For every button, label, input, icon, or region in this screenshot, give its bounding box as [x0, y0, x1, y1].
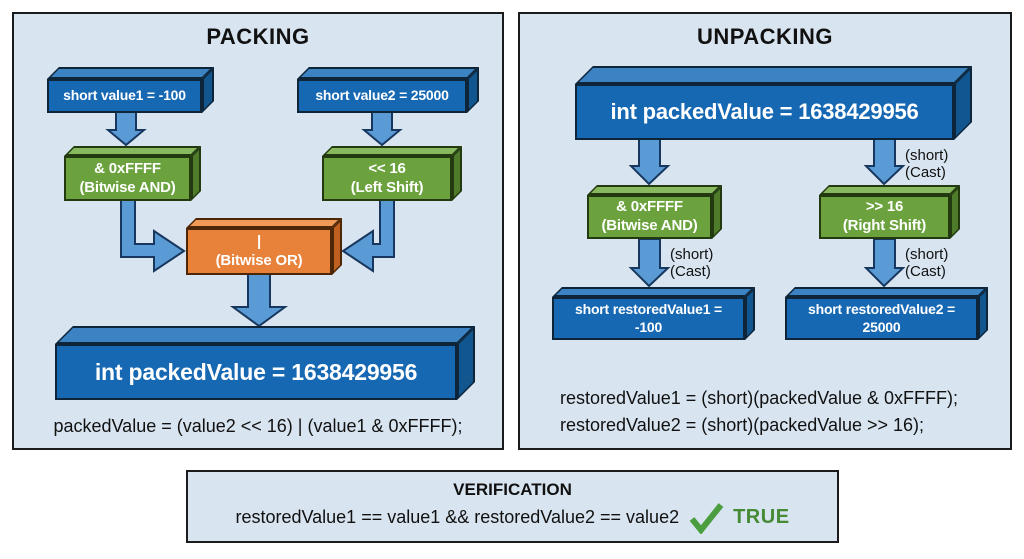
value2-label: short value2 = 25000 [315, 87, 449, 104]
arrow-shift-to-restored2-icon [863, 238, 906, 288]
arrow-and-to-restored1-icon [628, 238, 671, 288]
packing-code: packedValue = (value2 << 16) | (value1 &… [53, 416, 463, 436]
arrow-shift-to-or-icon [341, 198, 395, 273]
cast-short-label: (short) [670, 246, 714, 263]
value1-label: short value1 = -100 [63, 87, 186, 104]
cast-label-restored1: (short) (Cast) [670, 246, 713, 280]
cast-cast-label: (Cast) [905, 164, 946, 181]
packed-value-label: int packedValue = 1638429956 [610, 99, 919, 125]
cast-short-label: (short) [905, 246, 949, 263]
bitwise-or-caption: (Bitwise OR) [215, 251, 303, 269]
packed-value-label: int packedValue = 1638429956 [94, 358, 418, 385]
unpacking-code: restoredValue1 = (short)(packedValue & 0… [560, 385, 958, 439]
unpacking-code-line1: restoredValue1 = (short)(packedValue & 0… [560, 388, 958, 408]
cast-cast-label: (Cast) [905, 263, 946, 280]
bitwise-and-op: & 0xFFFF [616, 198, 683, 216]
value1-box: short value1 = -100 [47, 79, 202, 113]
cast-short-label: (short) [905, 147, 949, 164]
restored-value2-box: short restoredValue2 = 25000 [785, 297, 978, 340]
verification-box: VERIFICATION restoredValue1 == value1 &&… [186, 470, 839, 543]
unpacking-title: UNPACKING [696, 24, 834, 49]
unpacking-panel: UNPACKING int packedValue = 1638429956 (… [518, 12, 1012, 450]
verification-title: VERIFICATION [453, 479, 572, 499]
right-shift-caption: (Right Shift) [842, 217, 927, 234]
bitwise-and-op: & 0xFFFF [94, 159, 161, 177]
unpacking-code-line2: restoredValue2 = (short)(packedValue >> … [560, 415, 925, 435]
restored-value1-label: short restoredValue1 = [575, 301, 722, 317]
verification-row: restoredValue1 == value1 && restoredValu… [235, 502, 789, 534]
arrow-value1-to-and-icon [105, 110, 147, 147]
packing-arrows [105, 110, 403, 328]
bitwise-and-box: & 0xFFFF (Bitwise AND) [64, 156, 191, 201]
right-shift-box: >> 16 (Right Shift) [819, 195, 950, 239]
bitwise-or-box: | (Bitwise OR) [186, 228, 332, 275]
bitwise-and-caption: (Bitwise AND) [79, 178, 176, 196]
arrow-value2-to-shift-icon [361, 110, 403, 147]
left-shift-caption: (Left Shift) [350, 178, 424, 196]
left-shift-box: << 16 (Left Shift) [322, 156, 452, 201]
verification-result: TRUE [733, 506, 790, 528]
restored-value2-label: short restoredValue2 = [808, 301, 955, 317]
bitwise-and-box: & 0xFFFF (Bitwise AND) [587, 195, 712, 239]
packing-title: PACKING [206, 24, 310, 49]
packing-panel: PACKING short value1 = -100 short value2… [12, 12, 504, 450]
checkmark-icon [689, 502, 724, 534]
arrow-or-to-packed-icon [229, 272, 289, 328]
bitwise-and-caption: (Bitwise AND) [601, 217, 698, 234]
arrow-and-to-or-icon [120, 198, 186, 273]
cast-label-restored2: (short) (Cast) [905, 246, 948, 280]
right-shift-op: >> 16 [865, 198, 904, 216]
packed-value-box: int packedValue = 1638429956 [575, 84, 954, 140]
packed-value-box: int packedValue = 1638429956 [55, 344, 457, 400]
restored-value1-box: short restoredValue1 = -100 [552, 297, 745, 340]
restored-value2-value: 25000 [862, 318, 901, 335]
unpacking-arrows [628, 127, 906, 288]
cast-cast-label: (Cast) [670, 263, 711, 280]
left-shift-op: << 16 [368, 159, 406, 177]
restored-value1-value: -100 [634, 318, 663, 335]
cast-label-shift: (short) (Cast) [905, 147, 948, 181]
bitwise-or-op: | [257, 232, 261, 250]
verification-expression: restoredValue1 == value1 && restoredValu… [235, 507, 680, 527]
value2-box: short value2 = 25000 [297, 79, 467, 113]
